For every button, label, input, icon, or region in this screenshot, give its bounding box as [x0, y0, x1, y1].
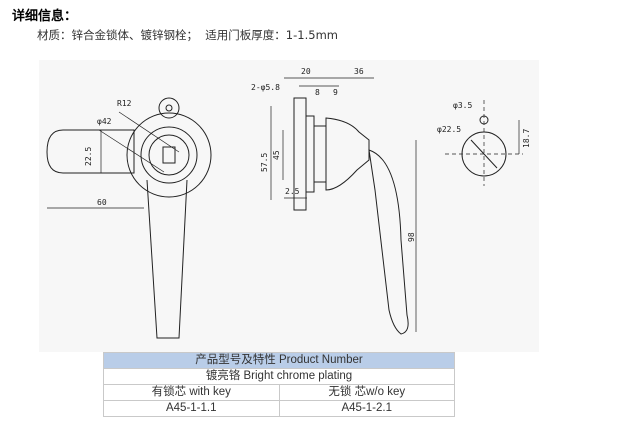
- front-view: [46, 97, 212, 339]
- dim-r12: R12: [117, 99, 132, 108]
- table-row: 有锁芯 with key 无锁 芯w/o key: [103, 384, 455, 401]
- col-with-key: 有锁芯 with key: [103, 384, 280, 401]
- model-with-key: A45-1-1.1: [103, 400, 280, 417]
- dim-18-7: 18.7: [522, 129, 531, 148]
- dim-98: 98: [407, 232, 416, 242]
- front-key-slot: [162, 146, 176, 164]
- front-ear: [158, 97, 180, 119]
- side-housing: [325, 117, 370, 191]
- dim-9: 9: [333, 88, 338, 97]
- dim-20: 20: [301, 67, 311, 76]
- material-spec-line: 材质：锌合金锁体、镀锌钢栓； 适用门板厚度：1-1.5mm: [37, 28, 338, 42]
- front-lever: [146, 179, 188, 339]
- table-header-row: 产品型号及特性 Product Number: [103, 352, 455, 369]
- dim-57-5: 57.5: [260, 153, 269, 172]
- table-title: 产品型号及特性 Product Number: [103, 352, 455, 369]
- dim-36: 36: [354, 67, 364, 76]
- table-row: 镀亮铬 Bright chrome plating: [103, 368, 455, 385]
- dim-phi-3-5: φ3.5: [453, 101, 472, 110]
- front-ear-hole: [165, 104, 173, 112]
- dim-phi42: φ42: [97, 117, 112, 126]
- dim-2-phi-5-8: 2-φ5.8: [251, 83, 280, 92]
- technical-drawing: R12 φ42 22.5 60 2-φ5.8 20 36 8 9 57.5 45…: [39, 60, 539, 352]
- end-view: [445, 100, 523, 186]
- dim-8: 8: [315, 88, 320, 97]
- front-rosette: [126, 112, 212, 198]
- col-without-key: 无锁 芯w/o key: [278, 384, 455, 401]
- dim-phi-22-5: φ22.5: [437, 125, 461, 134]
- side-lever: [368, 149, 409, 335]
- section-heading: 详细信息：: [12, 9, 78, 24]
- front-handle-horizontal: [46, 129, 135, 174]
- dim-22-5-vert: 22.5: [84, 147, 93, 166]
- dim-2-5: 2.5: [285, 187, 300, 196]
- side-view: [270, 77, 417, 335]
- dim-60: 60: [97, 198, 107, 207]
- product-number-table: 产品型号及特性 Product Number 镀亮铬 Bright chrome…: [103, 352, 455, 417]
- model-without-key: A45-1-2.1: [278, 400, 455, 417]
- front-cylinder: [148, 134, 190, 176]
- finish-cell: 镀亮铬 Bright chrome plating: [103, 368, 455, 385]
- dim-45: 45: [272, 150, 281, 160]
- front-inner-ring: [140, 126, 198, 184]
- drawing-svg: R12 φ42 22.5 60 2-φ5.8 20 36 8 9 57.5 45…: [39, 60, 539, 352]
- drawing-background: [39, 60, 539, 352]
- table-row: A45-1-1.1 A45-1-2.1: [103, 400, 455, 417]
